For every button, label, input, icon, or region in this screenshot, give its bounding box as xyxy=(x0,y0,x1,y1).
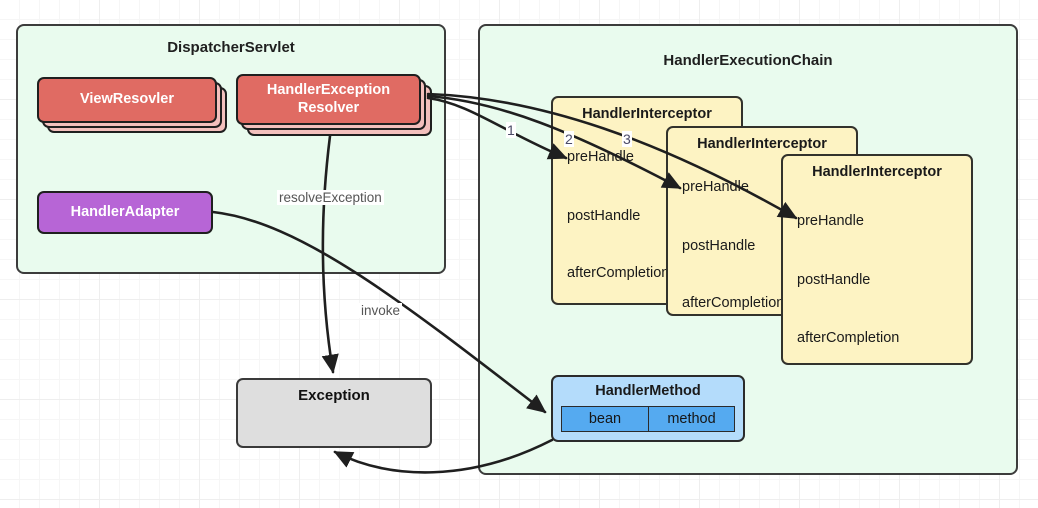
exception-title: Exception xyxy=(298,387,370,404)
handler-exception-resolver-box[interactable]: HandlerException Resolver xyxy=(236,74,421,125)
interceptor-3-method-aftercompletion: afterCompletion xyxy=(797,330,900,346)
interceptor-3-title: HandlerInterceptor xyxy=(812,164,942,180)
interceptor-2-method-posthandle: postHandle xyxy=(682,238,756,254)
interceptor-2-title: HandlerInterceptor xyxy=(697,136,827,152)
interceptor-1-method-prehandle: preHandle xyxy=(567,149,634,165)
view-resolver-box[interactable]: ViewResovler xyxy=(37,77,217,123)
edge-label-invoke: invoke xyxy=(359,303,403,318)
edge-label-resolve-exception: resolveException xyxy=(277,190,384,205)
handler-method-cell-method: method xyxy=(648,407,734,431)
handler-exception-resolver-stack: HandlerException Resolver xyxy=(236,74,432,136)
interceptor-3-method-prehandle: preHandle xyxy=(797,213,864,229)
interceptor-3-method-posthandle: postHandle xyxy=(797,272,871,288)
interceptor-card-3[interactable]: HandlerInterceptor preHandle postHandle … xyxy=(781,154,973,365)
handler-method-fields: bean method xyxy=(561,406,735,432)
edge-number-1: 1 xyxy=(506,122,516,138)
handler-method-title: HandlerMethod xyxy=(595,383,701,399)
handler-adapter-box[interactable]: HandlerAdapter xyxy=(37,191,213,234)
handler-method-cell-bean: bean xyxy=(562,407,648,431)
handler-adapter-label: HandlerAdapter xyxy=(70,203,180,220)
view-resolver-label: ViewResovler xyxy=(79,91,175,108)
handler-execution-chain-title: HandlerExecutionChain xyxy=(663,52,833,69)
interceptor-1-title: HandlerInterceptor xyxy=(582,106,712,122)
view-resolver-stack: ViewResovler xyxy=(37,77,227,133)
edge-number-3: 3 xyxy=(622,131,632,147)
interceptor-1-method-posthandle: postHandle xyxy=(567,208,641,224)
interceptor-1-method-aftercompletion: afterCompletion xyxy=(567,265,670,281)
container-dispatcher-servlet: DispatcherServlet xyxy=(16,24,446,274)
exception-card[interactable]: Exception xyxy=(236,378,432,448)
edge-number-2: 2 xyxy=(564,131,574,147)
dispatcher-servlet-title: DispatcherServlet xyxy=(167,39,295,56)
interceptor-2-method-aftercompletion: afterCompletion xyxy=(682,295,785,311)
handler-exception-resolver-label: HandlerException Resolver xyxy=(266,82,391,116)
interceptor-2-method-prehandle: preHandle xyxy=(682,179,749,195)
handler-method-card[interactable]: HandlerMethod bean method xyxy=(551,375,745,442)
